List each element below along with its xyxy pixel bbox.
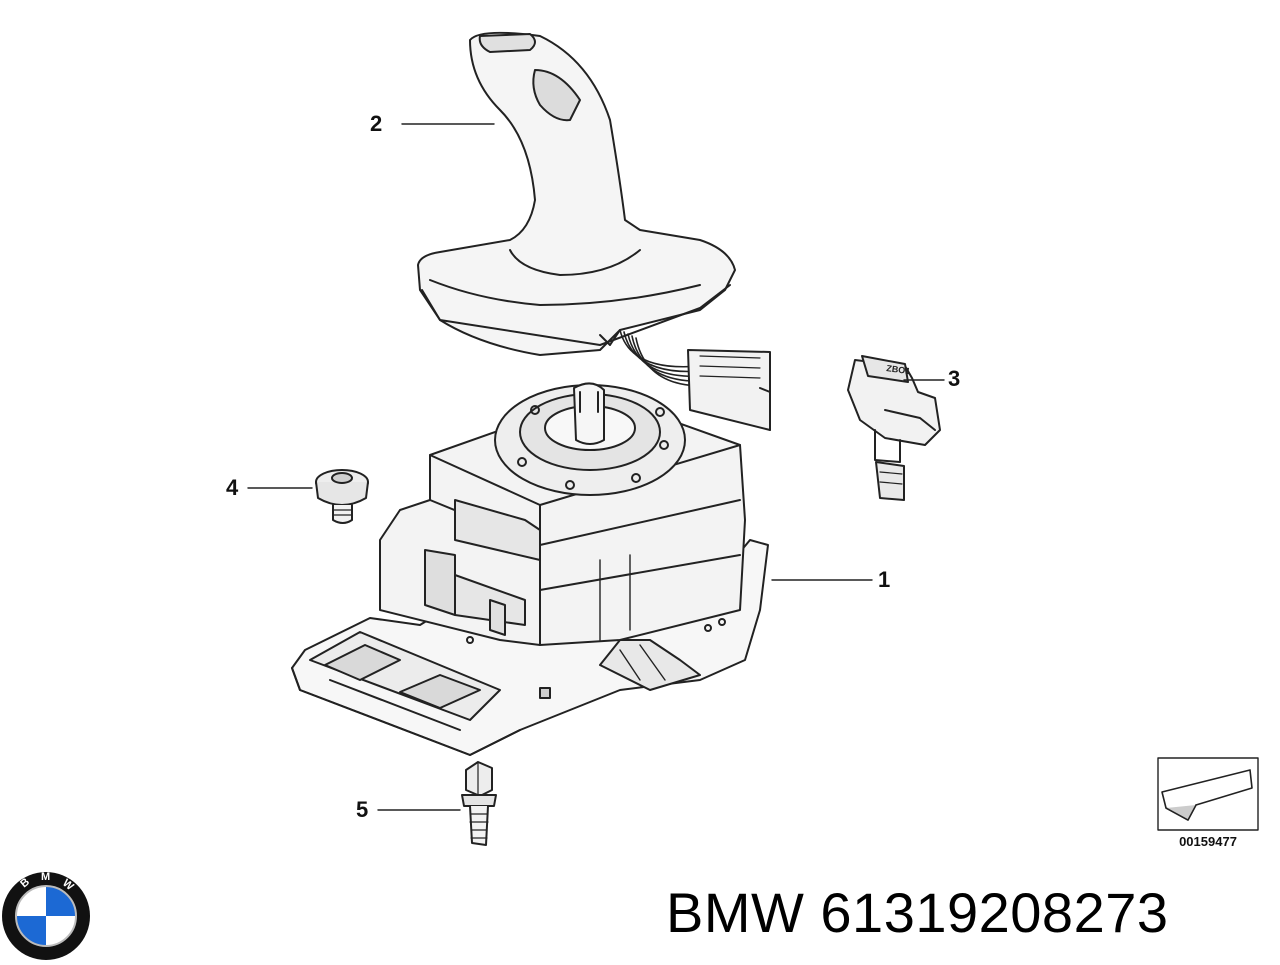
button-switch-part [847, 355, 941, 501]
part3-button-label: ZBO1 [886, 363, 911, 376]
leader-lines [247, 123, 945, 811]
screw-part [315, 469, 369, 524]
gear-knob-part [417, 31, 736, 356]
callout-3: 3 [948, 366, 961, 391]
reference-symbol [1157, 757, 1259, 831]
reference-number: 00159477 [1179, 834, 1237, 849]
bmw-logo: B M W [2, 871, 90, 960]
svg-text:M: M [41, 871, 50, 883]
callout-2: 2 [370, 111, 383, 136]
shift-unit-part [291, 382, 769, 756]
callout-4: 4 [226, 475, 239, 500]
wiring-harness [619, 329, 771, 431]
callout-5: 5 [356, 797, 369, 822]
stud-bolt-part [461, 761, 497, 846]
part-caption: BMW 61319208273 [666, 881, 1169, 944]
callout-1: 1 [878, 567, 891, 592]
